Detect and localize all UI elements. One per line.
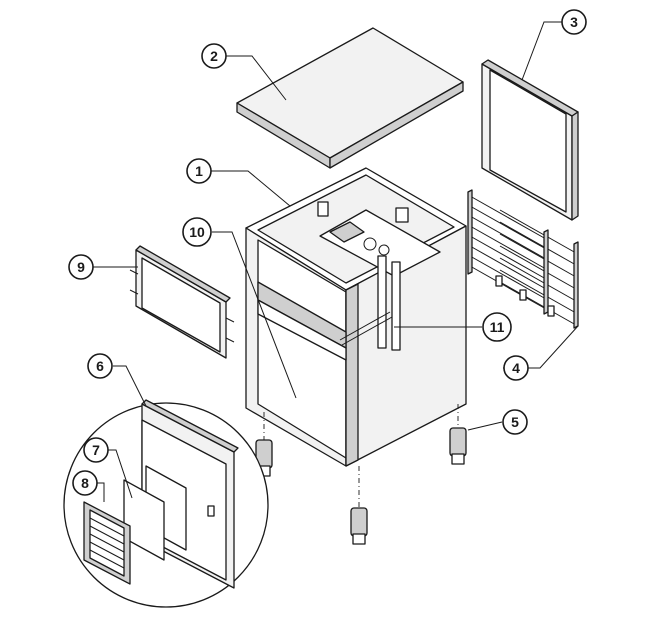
callout-11: 11	[482, 312, 512, 342]
callout-10: 10	[182, 217, 212, 247]
detail-view	[63, 399, 269, 608]
cabinet-body	[245, 167, 467, 467]
shelf-panel	[129, 245, 235, 359]
callout-7: 7	[83, 437, 109, 463]
callout-1: 1	[186, 158, 212, 184]
callout-5: 5	[502, 409, 528, 435]
callout-6: 6	[87, 353, 113, 379]
callout-2-label: 2	[210, 48, 218, 64]
callout-3-label: 3	[570, 14, 578, 30]
callout-11-label: 11	[490, 319, 505, 335]
callout-9: 9	[68, 254, 94, 280]
callout-8: 8	[72, 470, 98, 496]
leveling-feet	[255, 404, 467, 545]
callout-8-label: 8	[81, 475, 89, 491]
callout-1-label: 1	[195, 163, 203, 179]
callout-2: 2	[201, 43, 227, 69]
connecting-rod	[339, 311, 393, 346]
callout-6-label: 6	[96, 358, 104, 374]
side-grille	[467, 189, 579, 329]
callout-9-label: 9	[77, 259, 85, 275]
leader-lines	[93, 21, 579, 502]
callout-3: 3	[561, 9, 587, 35]
top-plate	[236, 27, 464, 169]
callout-4: 4	[503, 355, 529, 381]
rear-panel	[481, 59, 579, 221]
callout-10-label: 10	[189, 224, 205, 240]
callout-4-label: 4	[512, 360, 520, 376]
callout-7-label: 7	[92, 442, 100, 458]
callout-5-label: 5	[511, 414, 519, 430]
